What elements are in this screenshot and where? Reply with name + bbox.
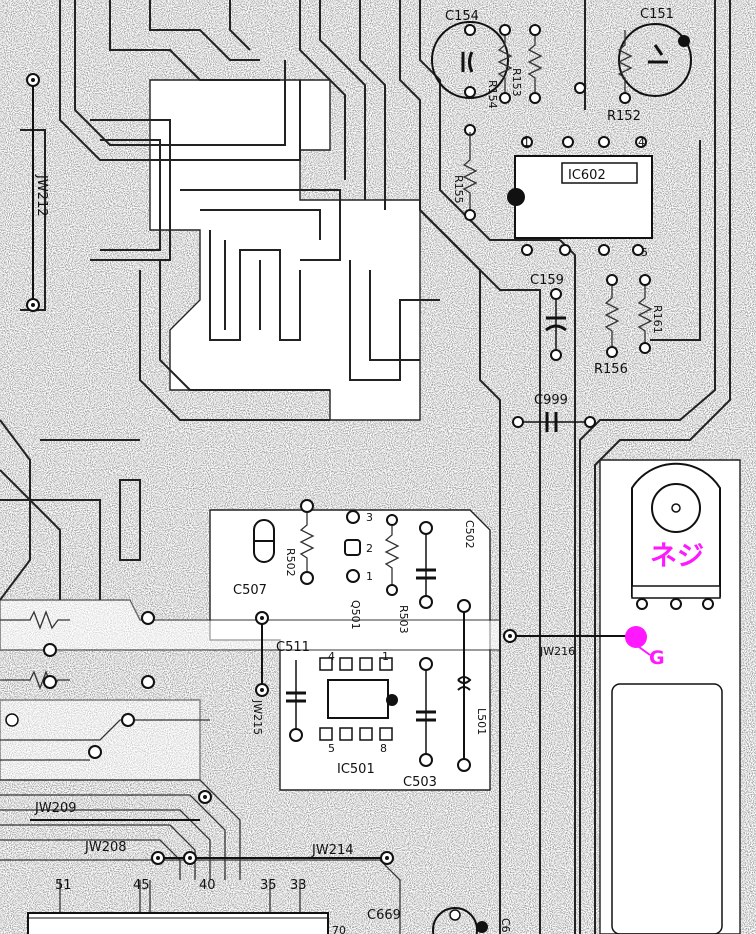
label-c154: C154 [445,9,479,24]
label-c6x: C6 [499,918,512,933]
label-r156: R156 [594,362,628,377]
label-ic501: IC501 [337,762,375,777]
label-c159: C159 [530,273,564,288]
label-jw215: JW215 [251,699,264,735]
label-c507: C507 [233,583,267,598]
q501-pin2: 2 [366,542,373,555]
conn-pin-40: 40 [199,878,216,893]
component-labels: C154 C151 R153 R154 R152 R155 IC602 1 4 … [34,7,674,934]
conn-pin-r: 70 [332,924,346,934]
label-jw212: JW212 [34,174,49,217]
ic501-pin1: 1 [382,650,389,663]
conn-pin-45: 45 [133,878,150,893]
q501-pin3: 3 [366,511,373,524]
label-l501: L501 [475,708,488,735]
label-ic602: IC602 [568,168,606,183]
c151-capacitor [618,23,692,97]
r502-resistor [299,499,315,585]
r152-resistor [617,30,633,104]
traces-top [0,0,731,934]
label-jw216: JW216 [539,645,575,658]
c511-capacitor [286,660,306,742]
ic501-pin8: 8 [380,742,387,755]
label-r161: R161 [651,305,664,334]
regulator-tab [631,462,721,610]
ic501-pin5: 5 [328,742,335,755]
r153-resistor [497,24,513,104]
label-r152: R152 [607,109,641,124]
label-c151: C151 [640,7,674,22]
r154-resistor [527,24,543,104]
label-c511: C511 [276,640,310,655]
label-c999: C999 [534,393,568,408]
q501-pin1: 1 [366,570,373,583]
ground-point-leader [638,646,651,656]
c503-capacitor [416,657,436,767]
conn-pin-51: 51 [55,878,72,893]
label-r154: R154 [486,80,499,109]
label-jw214: JW214 [311,843,354,858]
label-r503: R503 [397,605,410,634]
label-c669: C669 [367,908,401,923]
c999-capacitor [512,412,596,432]
r503-resistor [384,514,400,596]
bottom-connector [27,912,329,934]
ic501-pin4: 4 [328,650,335,663]
ic501-chip [319,657,398,741]
c502-capacitor [416,521,436,609]
annotations: ネジ G [625,541,704,669]
screw-label: ネジ [650,541,704,572]
c159-capacitor [545,288,567,361]
r161-resistor [637,274,653,354]
label-jw209: JW209 [34,801,77,816]
label-jw208: JW208 [84,840,127,855]
label-q501: Q501 [349,600,362,630]
ic602-pin1: 1 [523,136,530,149]
chassis-regions [611,683,723,934]
c154-capacitor [431,21,509,99]
ground-label: G [649,647,665,669]
conn-pin-33: 33 [290,878,307,893]
l501-inductor [457,599,472,772]
label-c502: C502 [463,520,476,549]
ground-point-marker [625,626,647,648]
left-resistors [0,610,155,759]
ic602-pin4: 4 [638,136,645,149]
label-r502: R502 [284,548,297,577]
label-c503: C503 [403,775,437,790]
r155-resistor [462,132,478,221]
jumpers [26,73,630,865]
c507-capacitor [253,519,275,563]
label-r155: R155 [452,175,465,204]
ic602-chip [507,136,653,256]
ic602-pin5: 5 [641,246,648,259]
q501-transistor [344,510,361,583]
r156-resistor [604,274,620,358]
c669-capacitor [432,907,488,934]
conn-pin-35: 35 [260,878,277,893]
label-r153: R153 [510,68,523,97]
